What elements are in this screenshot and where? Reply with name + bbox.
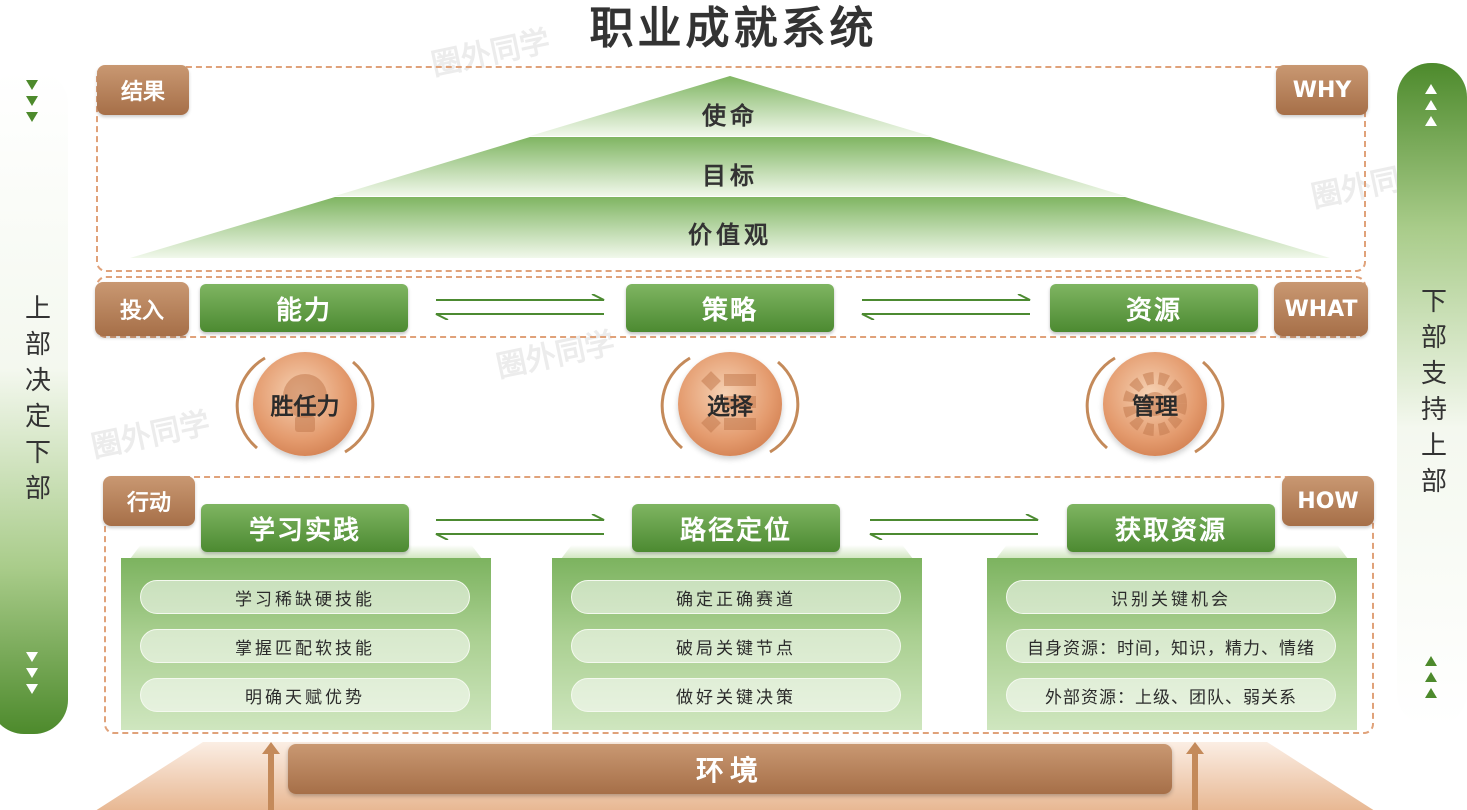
watermark: 圈外同学 bbox=[88, 405, 214, 466]
arrow-up-icon bbox=[1425, 116, 1437, 126]
panel-item: 识别关键机会 bbox=[1006, 580, 1336, 614]
arrow-up-icon bbox=[1425, 84, 1437, 94]
pyramid-label-values: 价值观 bbox=[688, 221, 772, 249]
action-resources: 获取资源 bbox=[1067, 504, 1275, 552]
arrow-down-icon bbox=[26, 668, 38, 678]
circle-choice: 选择 bbox=[678, 352, 782, 456]
down-arrows-bottom-left bbox=[26, 652, 38, 694]
arrow-down-icon bbox=[26, 684, 38, 694]
orbit-arrow-icon bbox=[1085, 356, 1225, 454]
side-bar-right: 下部支持上部 bbox=[1397, 63, 1467, 727]
pyramid bbox=[130, 76, 1330, 258]
page-title: 职业成就系统 bbox=[589, 3, 878, 54]
action-positioning: 路径定位 bbox=[632, 504, 840, 552]
circle-label: 胜任力 bbox=[270, 394, 340, 420]
circle-label: 选择 bbox=[707, 394, 753, 420]
side-text-left: 上部决定下部 bbox=[20, 294, 51, 510]
pyramid-label-mission: 使命 bbox=[702, 102, 758, 130]
panel-resources: 识别关键机会 自身资源：时间，知识，精力、情绪 外部资源：上级、团队、弱关系 bbox=[987, 558, 1357, 730]
panel-item: 明确天赋优势 bbox=[140, 678, 470, 712]
arrow-up-icon bbox=[1425, 656, 1437, 666]
panel-item: 自身资源：时间，知识，精力、情绪 bbox=[1006, 629, 1336, 663]
panel-item: 做好关键决策 bbox=[571, 678, 901, 712]
input-ability: 能力 bbox=[200, 284, 408, 332]
arrow-down-icon bbox=[26, 80, 38, 90]
input-resource: 资源 bbox=[1050, 284, 1258, 332]
panel-item: 外部资源：上级、团队、弱关系 bbox=[1006, 678, 1336, 712]
arrow-up-icon bbox=[1425, 688, 1437, 698]
tag-input: 投入 bbox=[95, 282, 189, 336]
circle-management: 管理 bbox=[1103, 352, 1207, 456]
tag-what: WHAT bbox=[1274, 282, 1368, 336]
action-section bbox=[104, 476, 1374, 734]
arrow-down-icon bbox=[26, 652, 38, 662]
panel-item: 确定正确赛道 bbox=[571, 580, 901, 614]
pyramid-tier-top bbox=[530, 76, 930, 136]
side-bar-left: 上部决定下部 bbox=[0, 70, 68, 734]
gear-icon bbox=[1123, 372, 1187, 436]
result-section bbox=[96, 66, 1366, 272]
double-arrow-icon bbox=[435, 514, 605, 540]
arrow-up-icon bbox=[1425, 672, 1437, 682]
arrow-up-icon bbox=[1425, 100, 1437, 110]
pyramid-tier-middle bbox=[335, 137, 1125, 196]
double-arrow-icon bbox=[435, 294, 605, 320]
panel-item: 掌握匹配软技能 bbox=[140, 629, 470, 663]
orbit-arrow-icon bbox=[660, 356, 800, 454]
lightbulb-icon bbox=[283, 374, 327, 432]
arrow-down-icon bbox=[26, 96, 38, 106]
circle-label: 管理 bbox=[1132, 394, 1178, 420]
up-arrows-top-right bbox=[1425, 84, 1437, 126]
arrow-up-icon bbox=[262, 742, 280, 810]
double-arrow-icon bbox=[869, 514, 1039, 540]
panel-item: 学习稀缺硬技能 bbox=[140, 580, 470, 614]
tag-action: 行动 bbox=[103, 476, 195, 526]
double-arrow-icon bbox=[861, 294, 1031, 320]
tag-result: 结果 bbox=[97, 65, 189, 115]
panel-item: 破局关键节点 bbox=[571, 629, 901, 663]
up-arrows-bottom-right bbox=[1425, 656, 1437, 698]
arrow-down-icon bbox=[26, 112, 38, 122]
list-icon bbox=[701, 371, 756, 433]
side-text-right: 下部支持上部 bbox=[1416, 287, 1447, 503]
panel-positioning: 确定正确赛道 破局关键节点 做好关键决策 bbox=[552, 558, 922, 730]
orbit-arrow-icon bbox=[235, 356, 375, 454]
panel-learning: 学习稀缺硬技能 掌握匹配软技能 明确天赋优势 bbox=[121, 558, 491, 730]
down-arrows-top-left bbox=[26, 80, 38, 122]
tag-why: WHY bbox=[1276, 65, 1368, 115]
input-strategy: 策略 bbox=[626, 284, 834, 332]
pyramid-label-goal: 目标 bbox=[702, 162, 758, 190]
arrow-up-icon bbox=[1186, 742, 1204, 810]
action-learning: 学习实践 bbox=[201, 504, 409, 552]
tag-how: HOW bbox=[1282, 476, 1374, 526]
pyramid-tier-bottom bbox=[130, 197, 1330, 258]
environment-bar: 环境 bbox=[288, 744, 1172, 794]
circle-competency: 胜任力 bbox=[253, 352, 357, 456]
